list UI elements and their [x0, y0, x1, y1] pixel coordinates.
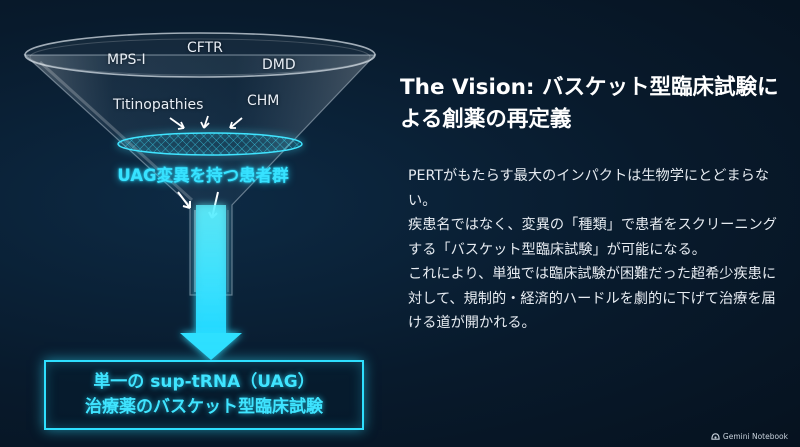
slide-body: PERTがもたらす最大のインパクトは生物学にとどまらない。 疾患名ではなく、変異…: [408, 164, 780, 336]
result-line-2: 治療薬のバスケット型臨床試験: [85, 397, 323, 417]
funnel-diagram: MPS-I CFTR DMD Titinopathies CHM UAG変異を持…: [23, 32, 377, 430]
result-box: 単一の sup-tRNA（UAG） 治療薬のバスケット型臨床試験: [44, 360, 364, 430]
filter-label: UAG変異を持つ患者群: [117, 166, 289, 185]
funnel-graphic: [23, 32, 377, 360]
slide-title: The Vision: バスケット型臨床試験による創薬の再定義: [400, 75, 779, 132]
disease-label-mps1: MPS-I: [107, 52, 146, 68]
disease-label-cftr: CFTR: [187, 40, 223, 56]
disease-label-dmd: DMD: [262, 57, 296, 73]
body-paragraph: これにより、単独では臨床試験が困難だった超希少疾患に対して、規制的・経済的ハード…: [408, 266, 777, 331]
result-line-1: 単一の sup-tRNA（UAG）: [93, 372, 315, 392]
filter-mesh: [117, 132, 303, 156]
funnel-rim: [24, 32, 376, 78]
inflow-arrows-icon: [169, 115, 243, 130]
cyan-beam: [196, 205, 226, 335]
beam-arrowhead-icon: [180, 333, 242, 360]
body-paragraph: 疾患名ではなく、変異の「種類」で患者をスクリーニングする「バスケット型臨床試験」…: [408, 217, 777, 258]
body-paragraph: PERTがもたらす最大のインパクトは生物学にとどまらない。: [408, 168, 770, 209]
footer-brand: Gemini Notebook: [711, 432, 788, 441]
disease-label-titinopathies: Titinopathies: [113, 97, 204, 113]
footer-brand-label: Gemini Notebook: [722, 432, 788, 441]
disease-label-chm: CHM: [247, 93, 280, 109]
notebook-logo-icon: [711, 433, 720, 440]
